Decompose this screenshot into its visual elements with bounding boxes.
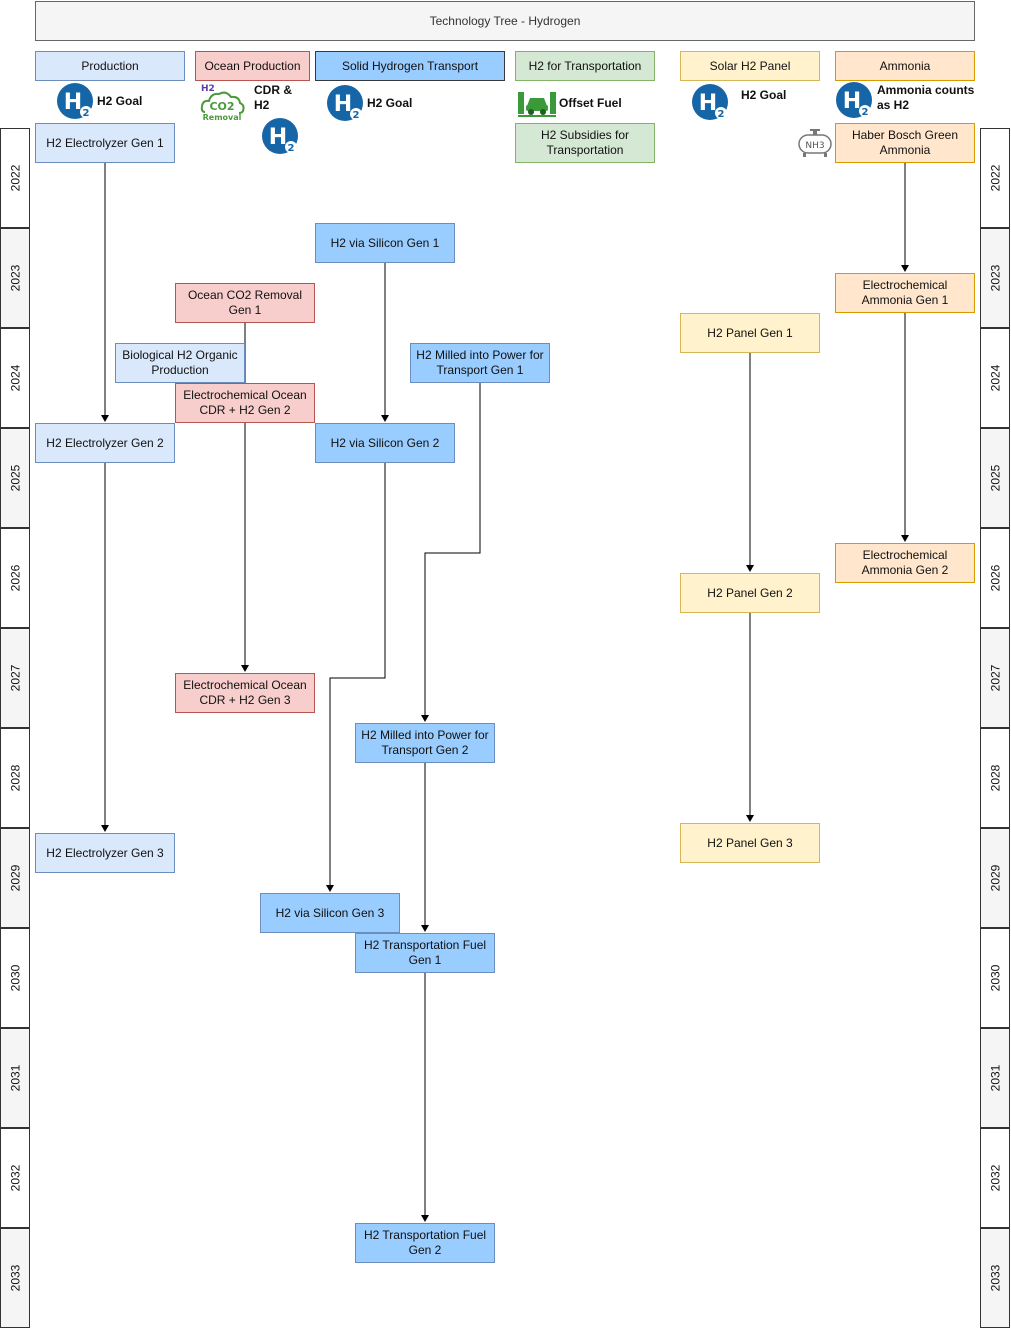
node-panel-gen-2: H2 Panel Gen 2 xyxy=(680,573,820,613)
year-label-2030: 2030 xyxy=(980,928,1010,1028)
year-label-2024: 2024 xyxy=(980,328,1010,428)
h2-icon: H 2 xyxy=(262,118,298,154)
svg-text:2: 2 xyxy=(288,143,295,154)
year-label-2022: 2022 xyxy=(980,128,1010,228)
node-electrochemical-ammonia-gen-1: Electrochemical Ammonia Gen 1 xyxy=(835,273,975,313)
year-label-2027: 2027 xyxy=(980,628,1010,728)
year-label-2030: 2030 xyxy=(0,928,30,1028)
h2-icon: H 2 xyxy=(327,85,363,121)
year-label-2027: 2027 xyxy=(0,628,30,728)
goal-solar: H2 Goal xyxy=(741,88,787,102)
svg-text:H: H xyxy=(843,89,861,114)
node-milled-gen-1: H2 Milled into Power for Transport Gen 1 xyxy=(410,343,550,383)
year-label-2022: 2022 xyxy=(0,128,30,228)
node-electrochemical-ammonia-gen-2: Electrochemical Ammonia Gen 2 xyxy=(835,543,975,583)
svg-text:H: H xyxy=(699,91,717,116)
node-h2-subsidies: H2 Subsidies for Transportation xyxy=(515,123,655,163)
node-biological-h2: Biological H2 Organic Production xyxy=(115,343,245,383)
arrow-milled1-to-2 xyxy=(421,383,481,722)
node-silicon-gen-1: H2 via Silicon Gen 1 xyxy=(315,223,455,263)
year-label-2023: 2023 xyxy=(0,228,30,328)
node-electrolyzer-gen-3: H2 Electrolyzer Gen 3 xyxy=(35,833,175,873)
year-label-2026: 2026 xyxy=(980,528,1010,628)
arrow-silicon2-to-3 xyxy=(326,463,386,892)
goal-production: H2 Goal xyxy=(97,94,143,108)
year-label-2028: 2028 xyxy=(0,728,30,828)
year-label-2029: 2029 xyxy=(980,828,1010,928)
h2-icon: H 2 xyxy=(57,83,93,119)
year-label-2028: 2028 xyxy=(980,728,1010,828)
goal-ocean: CDR & H2 xyxy=(254,83,292,112)
column-header-solid: Solid Hydrogen Transport xyxy=(315,51,505,81)
year-label-2024: 2024 xyxy=(0,328,30,428)
svg-text:H: H xyxy=(64,90,82,115)
year-label-2033: 2033 xyxy=(980,1228,1010,1328)
node-silicon-gen-2: H2 via Silicon Gen 2 xyxy=(315,423,455,463)
node-ocean-cdr-gen-2: Electrochemical Ocean CDR + H2 Gen 2 xyxy=(175,383,315,423)
ammonia-tank-icon: NH3 xyxy=(798,129,832,157)
node-transport-fuel-gen-1: H2 Transportation Fuel Gen 1 xyxy=(355,933,495,973)
node-milled-gen-2: H2 Milled into Power for Transport Gen 2 xyxy=(355,723,495,763)
year-label-2025: 2025 xyxy=(0,428,30,528)
year-label-2023: 2023 xyxy=(980,228,1010,328)
column-header-ocean: Ocean Production xyxy=(195,51,310,81)
year-label-2025: 2025 xyxy=(980,428,1010,528)
year-label-2026: 2026 xyxy=(0,528,30,628)
goal-ammonia: Ammonia counts as H2 xyxy=(877,83,975,112)
svg-text:CO2: CO2 xyxy=(209,100,234,113)
fuel-pump-car-icon xyxy=(518,92,556,117)
year-label-2031: 2031 xyxy=(0,1028,30,1128)
svg-text:2: 2 xyxy=(353,110,360,121)
svg-text:2: 2 xyxy=(862,107,869,118)
node-ocean-cdr-gen-3: Electrochemical Ocean CDR + H2 Gen 3 xyxy=(175,673,315,713)
year-label-2033: 2033 xyxy=(0,1228,30,1328)
goal-solid: H2 Goal xyxy=(367,96,413,110)
year-label-2032: 2032 xyxy=(980,1128,1010,1228)
node-ocean-co2-gen-1: Ocean CO2 Removal Gen 1 xyxy=(175,283,315,323)
node-silicon-gen-3: H2 via Silicon Gen 3 xyxy=(260,893,400,933)
column-header-transport: H2 for Transportation xyxy=(515,51,655,81)
h2-icon: H 2 xyxy=(692,84,728,120)
node-panel-gen-3: H2 Panel Gen 3 xyxy=(680,823,820,863)
svg-text:2: 2 xyxy=(83,108,90,119)
year-label-2032: 2032 xyxy=(0,1128,30,1228)
svg-text:NH3: NH3 xyxy=(805,141,824,151)
node-haber-bosch: Haber Bosch Green Ammonia xyxy=(835,123,975,163)
column-header-solar: Solar H2 Panel xyxy=(680,51,820,81)
column-header-ammonia: Ammonia xyxy=(835,51,975,81)
node-panel-gen-1: H2 Panel Gen 1 xyxy=(680,313,820,353)
year-label-2029: 2029 xyxy=(0,828,30,928)
node-transport-fuel-gen-2: H2 Transportation Fuel Gen 2 xyxy=(355,1223,495,1263)
co2-removal-icon: H2 CO2 Removal xyxy=(200,84,245,122)
svg-text:H: H xyxy=(334,92,352,117)
node-electrolyzer-gen-2: H2 Electrolyzer Gen 2 xyxy=(35,423,175,463)
svg-text:Removal: Removal xyxy=(203,113,242,122)
svg-text:H2: H2 xyxy=(201,84,215,94)
goal-transport: Offset Fuel xyxy=(559,96,622,110)
svg-text:H: H xyxy=(269,125,287,150)
diagram-title: Technology Tree - Hydrogen xyxy=(35,1,975,41)
h2-icon: H 2 xyxy=(836,82,872,118)
node-electrolyzer-gen-1: H2 Electrolyzer Gen 1 xyxy=(35,123,175,163)
column-header-production: Production xyxy=(35,51,185,81)
year-label-2031: 2031 xyxy=(980,1028,1010,1128)
svg-text:2: 2 xyxy=(718,109,725,120)
